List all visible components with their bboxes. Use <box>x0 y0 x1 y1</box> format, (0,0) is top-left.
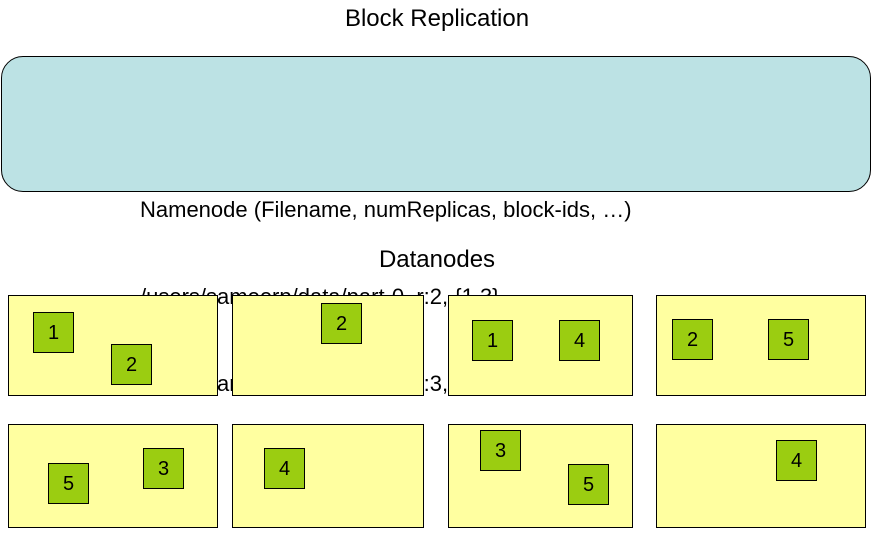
block-5: 5 <box>48 463 89 504</box>
datanode-8 <box>656 424 866 528</box>
block-2: 2 <box>111 344 152 385</box>
page-title: Block Replication <box>344 5 530 32</box>
block-2: 2 <box>672 319 713 360</box>
block-1: 1 <box>472 320 513 361</box>
block-5: 5 <box>768 319 809 360</box>
block-1: 1 <box>33 312 74 353</box>
block-5: 5 <box>568 464 609 505</box>
block-4: 4 <box>264 448 305 489</box>
namenode-box: Namenode (Filename, numReplicas, block-i… <box>1 56 871 396</box>
namenode-header-line: Namenode (Filename, numReplicas, block-i… <box>140 197 632 222</box>
block-3: 3 <box>143 448 184 489</box>
datanode-5 <box>8 424 218 528</box>
datanode-6 <box>232 424 424 528</box>
block-3: 3 <box>480 430 521 471</box>
datanodes-label: Datanodes <box>378 246 496 273</box>
block-2: 2 <box>321 303 362 344</box>
block-4: 4 <box>776 440 817 481</box>
block-4: 4 <box>559 320 600 361</box>
